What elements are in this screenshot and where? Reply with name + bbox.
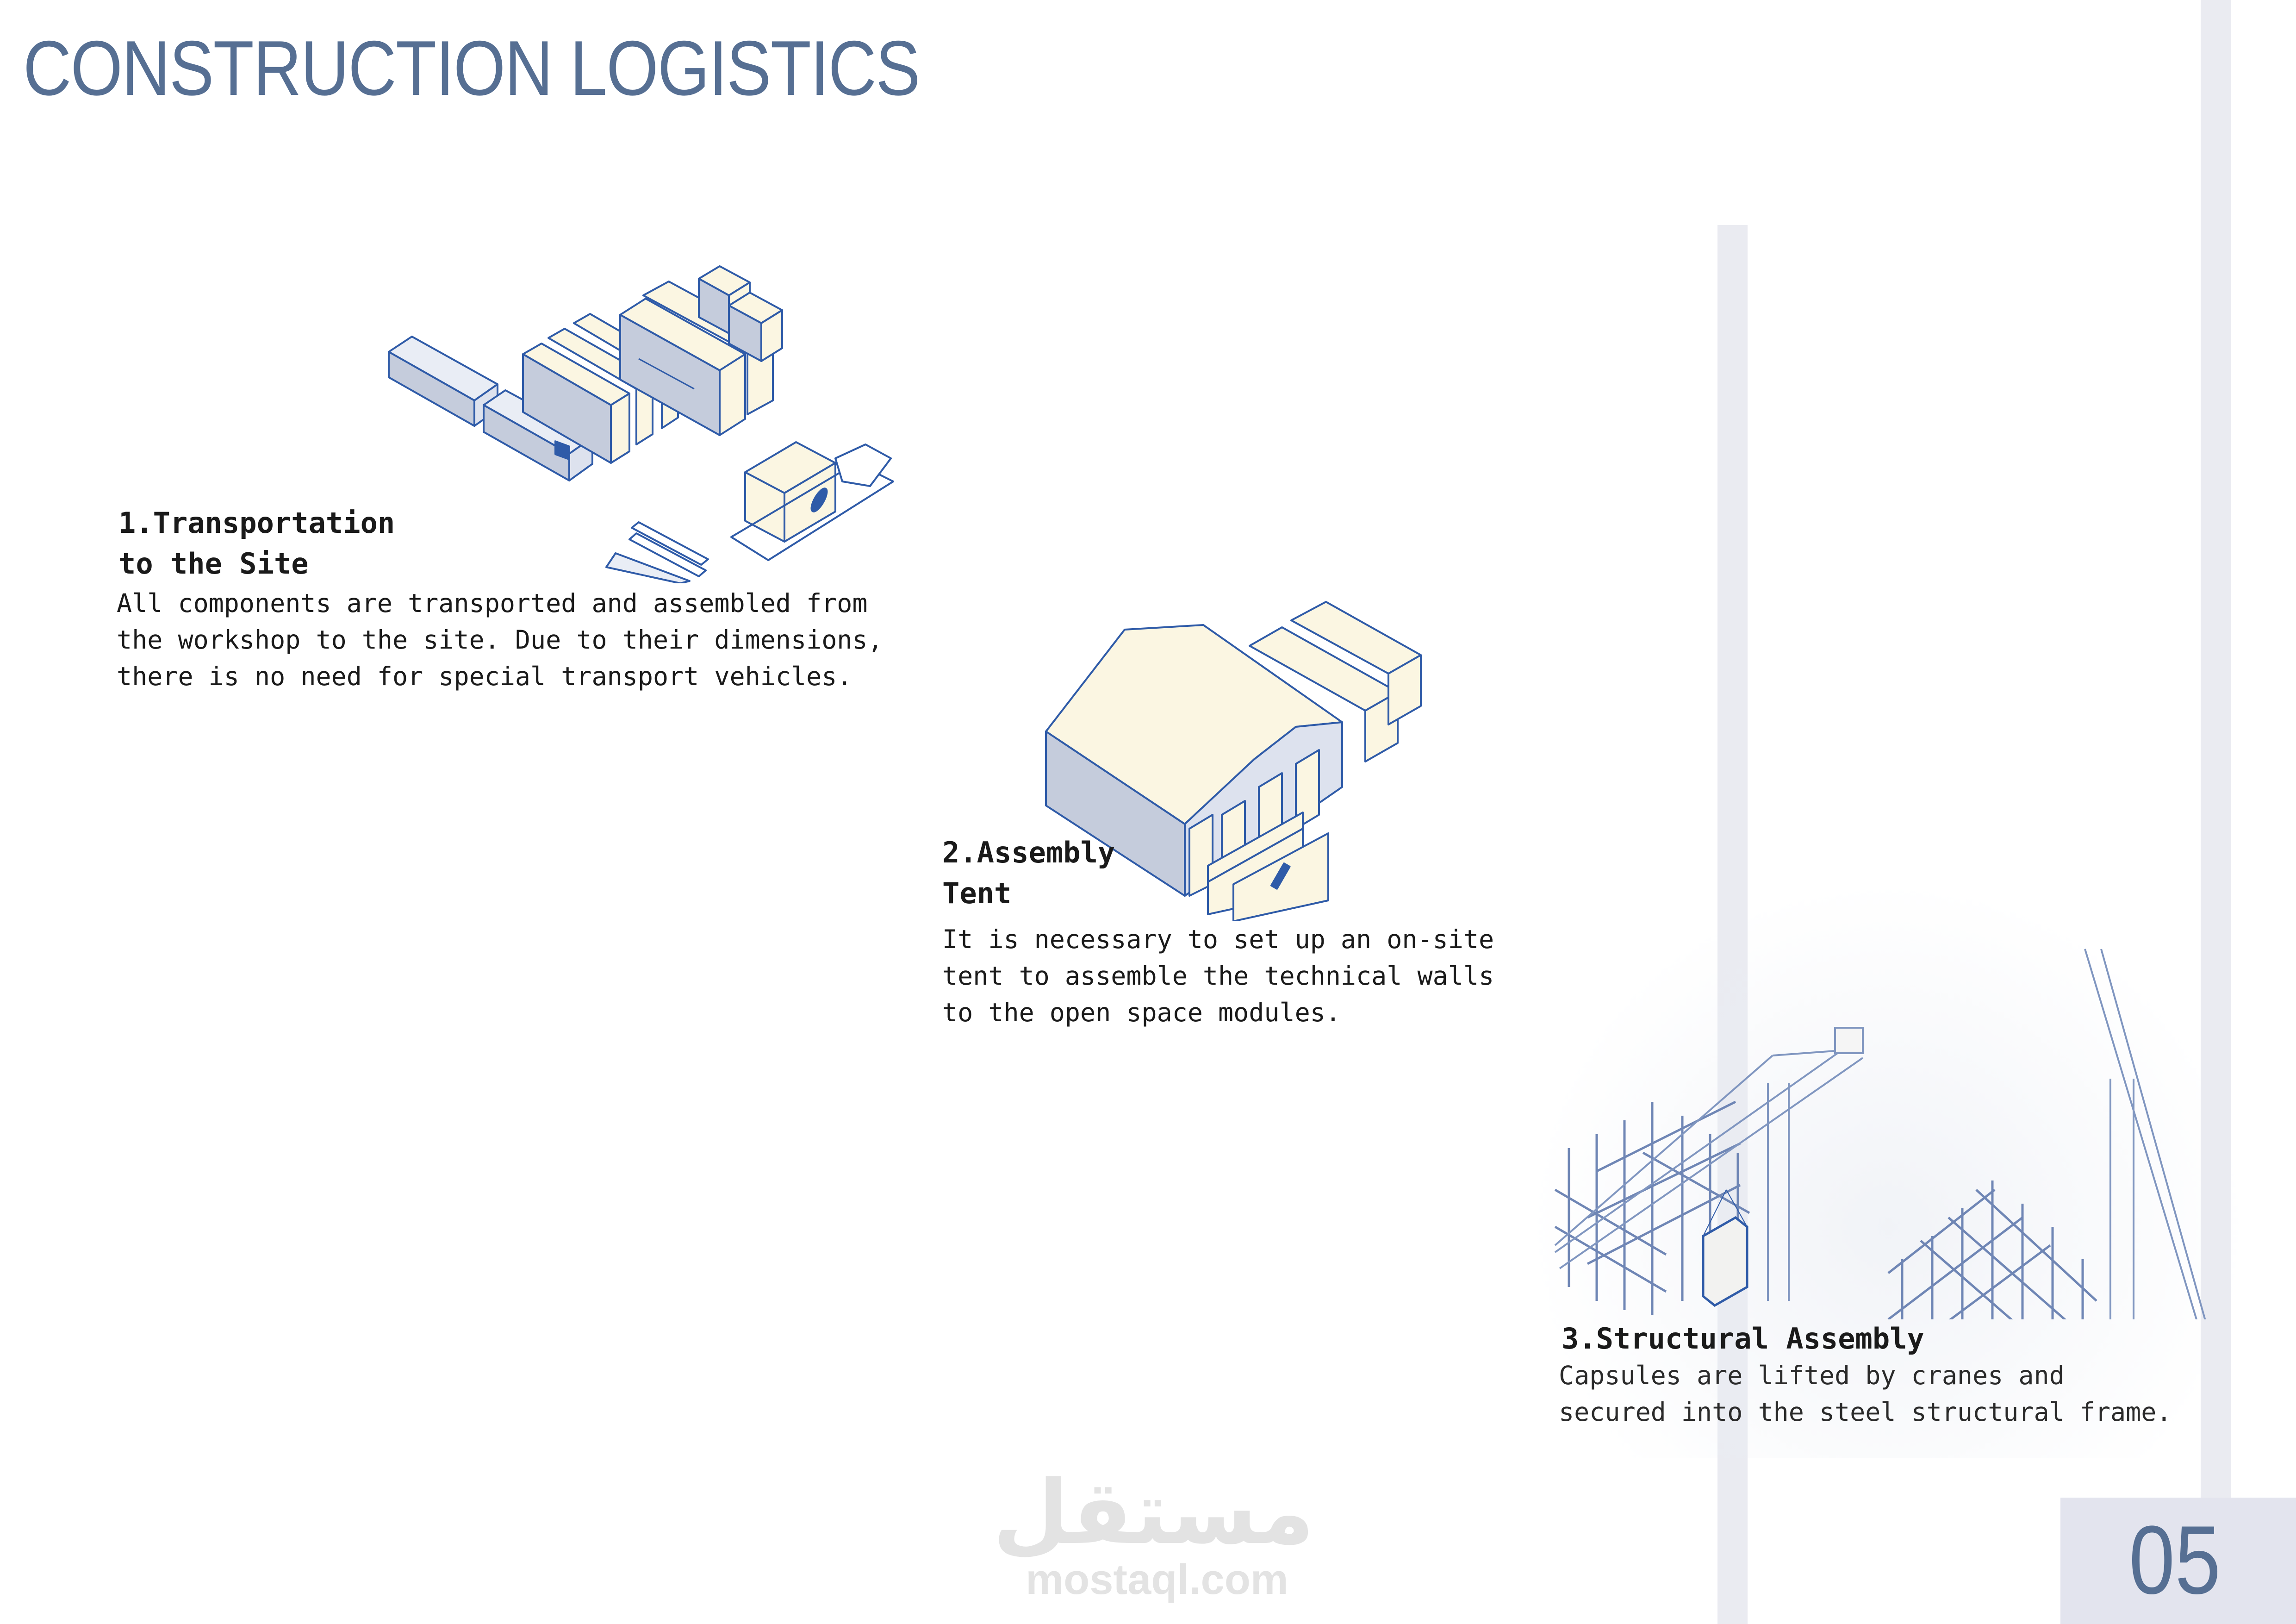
page-title: CONSTRUCTION LOGISTICS xyxy=(23,25,921,112)
lifted-capsule-left xyxy=(1702,1189,1748,1307)
watermark-latin-text: mostaql.com xyxy=(1026,1556,1288,1603)
step-3-description: Capsules are lifted by cranes and secure… xyxy=(1559,1361,2172,1427)
cranes-steel-frame-illustration xyxy=(1554,949,2206,1319)
assembly-tent-illustration xyxy=(1045,601,1422,921)
module-box-large xyxy=(619,298,746,436)
transport-modules-illustration xyxy=(388,265,894,583)
step-1-description: All components are transported and assem… xyxy=(117,588,883,691)
crane-right xyxy=(2084,949,2206,1319)
beams xyxy=(605,521,709,583)
page-number: 05 xyxy=(2129,1505,2221,1614)
step-2-title: 2.Assembly Tent xyxy=(942,836,1115,910)
modules-behind-tent xyxy=(1249,601,1422,762)
panel-stack-1 xyxy=(388,336,498,427)
wall-panel-1 xyxy=(522,343,630,464)
page-number-box xyxy=(2060,1498,2296,1624)
steel-frame-right xyxy=(1887,1181,2097,1319)
technical-wall-panels xyxy=(1207,812,1329,921)
step-1-title: 1.Transportation to the Site xyxy=(118,506,395,581)
steel-frame-left xyxy=(1554,1100,1750,1315)
mostaql-watermark: مستقل mostaql.com xyxy=(993,1462,1314,1603)
truck xyxy=(730,441,894,561)
step-2-description: It is necessary to set up an on-site ten… xyxy=(942,924,1494,1027)
crane-left xyxy=(1554,1027,1864,1301)
small-cube-2 xyxy=(728,292,783,362)
step-3-title: 3.Structural Assembly xyxy=(1562,1322,1924,1355)
illustration-haze xyxy=(1527,880,2249,1458)
watermark-arabic-text: مستقل xyxy=(993,1462,1314,1564)
